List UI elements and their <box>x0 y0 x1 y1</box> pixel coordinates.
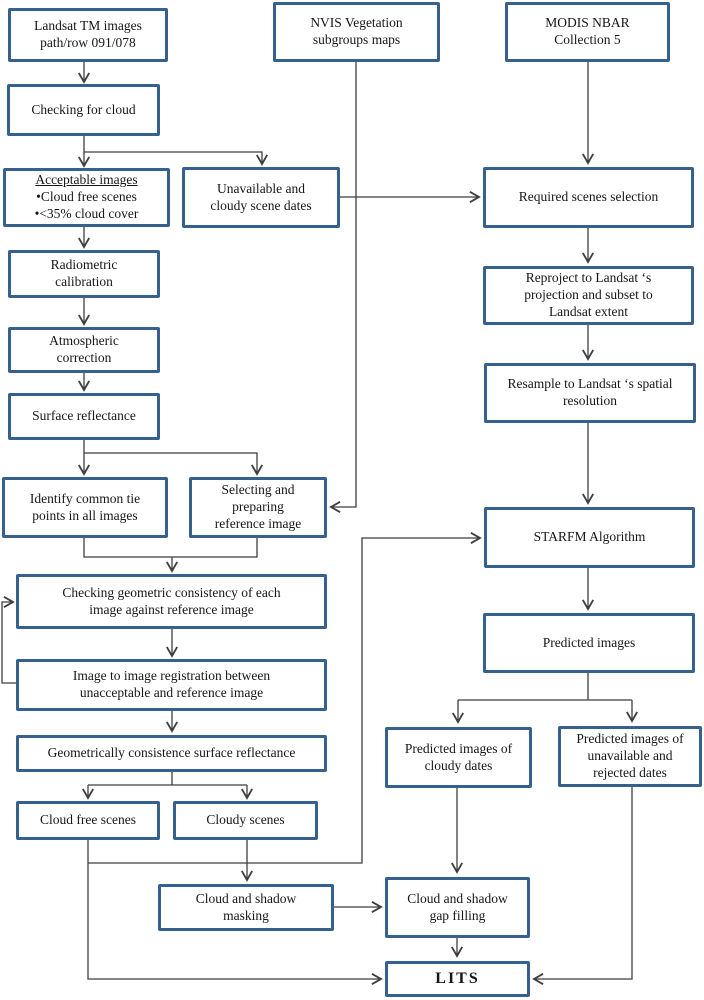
node-checking-for-cloud: Checking for cloud <box>7 84 160 136</box>
acceptable-images-title: Acceptable images <box>35 172 138 188</box>
node-checking-geometric-consistency: Checking geometric consistency of each i… <box>16 574 327 629</box>
node-selecting-reference-image: Selecting and preparing reference image <box>189 477 327 538</box>
node-resample-to-landsat: Resample to Landsat ‘s spatial resolutio… <box>484 363 696 423</box>
node-cloud-free-scenes: Cloud free scenes <box>16 801 160 840</box>
connector-merge-bus <box>83 538 258 558</box>
connector-checking-unavailable <box>83 136 268 166</box>
node-identify-tie-points: Identify common tie points in all images <box>2 477 168 538</box>
node-landsat-tm-images: Landsat TM images path/row 091/078 <box>8 8 168 62</box>
node-predicted-images-unavailable-dates: Predicted images of unavailable and reje… <box>558 726 702 787</box>
acceptable-images-bullet-2: •<35% cloud cover <box>34 205 139 221</box>
connector-surface-selecting <box>83 440 263 476</box>
node-cloud-shadow-masking: Cloud and shadow masking <box>158 884 334 931</box>
node-cloudy-scenes: Cloudy scenes <box>173 801 318 840</box>
node-surface-reflectance: Surface reflectance <box>8 393 160 440</box>
acceptable-images-bullet-1: •Cloud free scenes <box>36 189 137 205</box>
connector-predicted-split-bus <box>458 673 632 701</box>
node-starfm-algorithm: STARFM Algorithm <box>484 507 695 568</box>
node-reproject-to-landsat: Reproject to Landsat ‘s projection and s… <box>483 266 694 325</box>
node-lits: LITS <box>385 961 530 997</box>
node-predicted-images: Predicted images <box>483 613 695 673</box>
connector-nvis-selecting <box>329 62 357 513</box>
connector-predunavail-lits <box>532 787 633 985</box>
node-predicted-images-cloudy-dates: Predicted images of cloudy dates <box>385 727 532 788</box>
node-acceptable-images: Acceptable images •Cloud free scenes •<3… <box>3 168 170 227</box>
node-cloud-shadow-gap-filling: Cloud and shadow gap filling <box>385 877 530 938</box>
node-atmospheric-correction: Atmospheric correction <box>8 327 160 373</box>
node-modis-nbar: MODIS NBAR Collection 5 <box>505 2 670 62</box>
connector-geometric-split-bus <box>88 772 247 786</box>
node-required-scenes-selection: Required scenes selection <box>483 167 694 228</box>
node-geometrically-consistence-sr: Geometrically consistence surface reflec… <box>16 735 327 772</box>
node-image-registration: Image to image registration between unac… <box>16 659 327 711</box>
node-nvis-vegetation-maps: NVIS Vegetation subgroups maps <box>273 2 440 62</box>
node-unavailable-cloudy-dates: Unavailable and cloudy scene dates <box>182 167 340 228</box>
node-radiometric-calibration: Radiometric calibration <box>8 250 160 298</box>
connector-registration-feedback <box>1 596 16 684</box>
